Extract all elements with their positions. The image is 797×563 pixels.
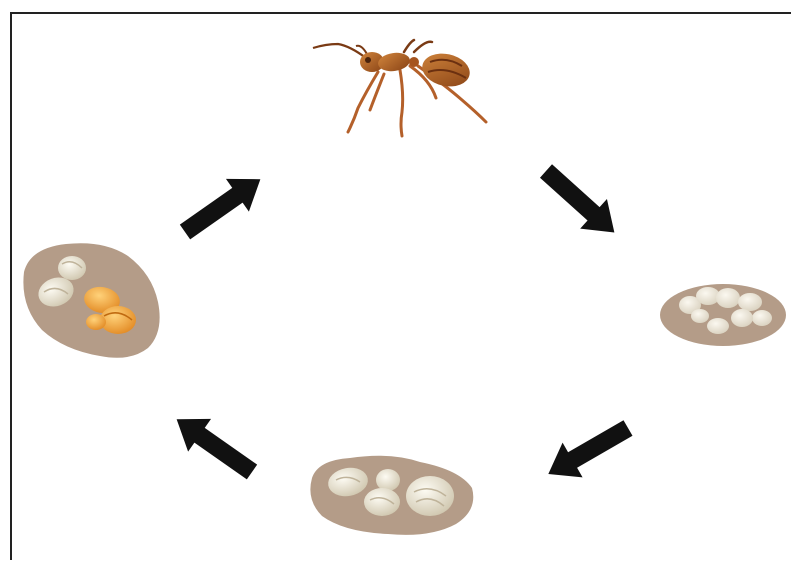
arrow-eggs-to-larvae xyxy=(538,411,638,492)
eggs-icon xyxy=(660,284,786,346)
arrow-adult-to-eggs xyxy=(533,156,628,247)
arrow-pupae-to-adult xyxy=(174,163,272,249)
larvae-icon xyxy=(310,456,473,535)
ant-icon xyxy=(313,40,486,136)
pupae-icon xyxy=(23,243,159,358)
arrow-larvae-to-pupae xyxy=(165,403,263,489)
